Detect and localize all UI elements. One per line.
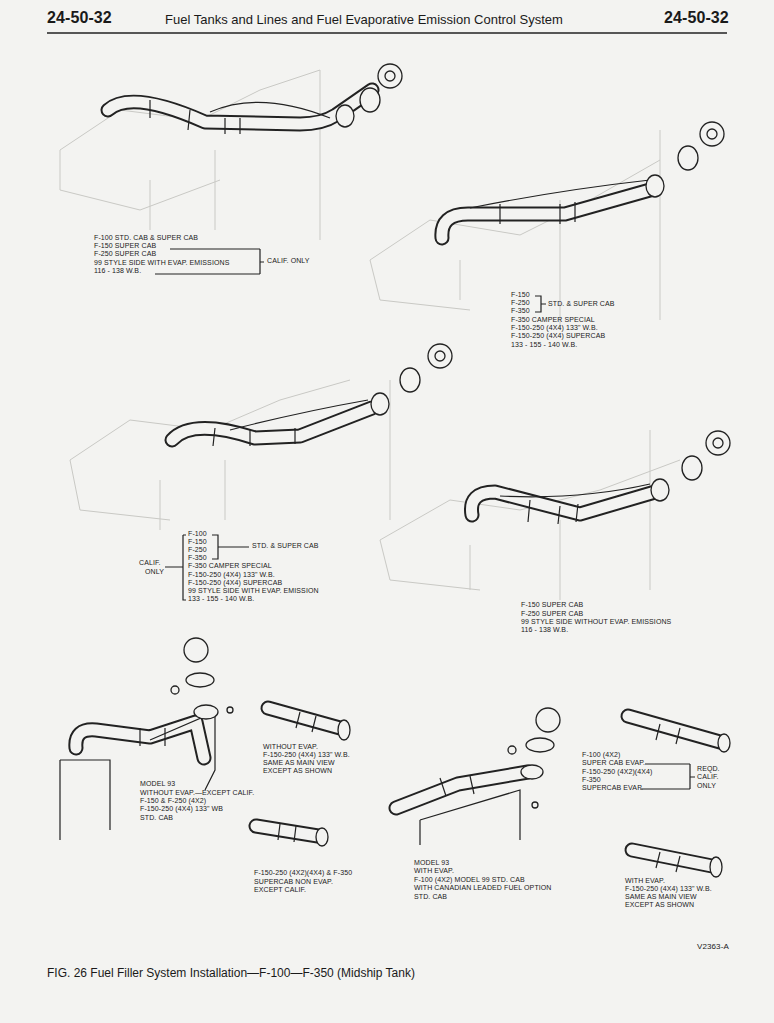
callout-label: CALIF. bbox=[139, 559, 161, 566]
callout-label: F-150-250 (4X4) SUPERCAB bbox=[188, 579, 282, 586]
callout-label: F-150-250 (4X2)(4X4) & F-350 bbox=[254, 869, 352, 876]
callout-label: F-150-250 (4X4) 133" W.B. bbox=[188, 571, 275, 578]
callout-label: 99 STYLE SIDE WITH EVAP. EMISSIONS bbox=[94, 259, 229, 266]
callout-label: F-250 SUPER CAB bbox=[521, 610, 583, 617]
callout-label: SAME AS MAIN VIEW bbox=[625, 893, 697, 900]
callout-label: F-100 (4X2) bbox=[582, 751, 620, 758]
callout-label: F-150-250 (4X4) 133" W.B. bbox=[263, 751, 350, 758]
callout-label: WITHOUT EVAP.—EXCEPT CALIF. bbox=[140, 789, 254, 796]
callout-label: F-100 bbox=[188, 530, 207, 537]
callout-label: SUPERCAB EVAP. bbox=[582, 784, 643, 791]
callout-label: 116 - 138 W.B. bbox=[94, 267, 141, 274]
callout-label: ONLY bbox=[145, 568, 164, 575]
page-title: Fuel Tanks and Lines and Fuel Evaporativ… bbox=[165, 13, 563, 26]
callout-label: REQD. bbox=[697, 765, 720, 772]
callout-label: EXCEPT AS SHOWN bbox=[263, 767, 332, 774]
callout-label: SUPER CAB EVAP. bbox=[582, 759, 645, 766]
callout-label: ONLY bbox=[697, 782, 716, 789]
callout-label: WITH EVAP. bbox=[414, 867, 454, 874]
callout-label: F-250 bbox=[188, 546, 207, 553]
callout-label: CALIF. bbox=[697, 773, 719, 780]
callout-label: F-150-250 (4X4) 133" WB bbox=[140, 805, 223, 812]
figure-caption: FIG. 26 Fuel Filler System Installation—… bbox=[47, 967, 415, 979]
callout-label: EXCEPT CALIF. bbox=[254, 886, 306, 893]
callout-label: F-350 bbox=[188, 554, 207, 561]
callout-label: MODEL 93 bbox=[140, 780, 175, 787]
callout-label: EXCEPT AS SHOWN bbox=[625, 901, 694, 908]
page-number: 24-50-32 bbox=[47, 10, 112, 26]
callout-label: 99 STYLE SIDE WITHOUT EVAP. EMISSIONS bbox=[521, 618, 671, 625]
callout-label: F-100 (4X2) MODEL 99 STD. CAB bbox=[414, 876, 525, 883]
callout-label: STD. CAB bbox=[140, 814, 173, 821]
callout-label: F-150 bbox=[511, 291, 530, 298]
callout-label: F-150-250 (4X2)(4X4) bbox=[582, 768, 652, 775]
callout-label: F-150-250 (4X4) 133" W.B. bbox=[625, 885, 712, 892]
callout-label: STD. CAB bbox=[414, 893, 447, 900]
callout-label: WITH CANADIAN LEADED FUEL OPTION bbox=[414, 884, 552, 891]
callout-label: 116 - 138 W.B. bbox=[521, 626, 568, 633]
callout-label: 133 - 155 - 140 W.B. bbox=[188, 595, 254, 602]
callout-label: SUPERCAB NON EVAP. bbox=[254, 878, 333, 885]
callout-label: WITH EVAP. bbox=[625, 877, 665, 884]
callout-label: F-150 SUPER CAB bbox=[521, 601, 583, 608]
callout-label: 133 - 155 - 140 W.B. bbox=[511, 341, 577, 348]
callout-label: 99 STYLE SIDE WITH EVAP. EMISSION bbox=[188, 587, 319, 594]
callout-label: STD. & SUPER CAB bbox=[548, 300, 615, 307]
callout-label: F-150 & F-250 (4X2) bbox=[140, 797, 206, 804]
callout-label: F-350 bbox=[582, 776, 601, 783]
callout-label: F-250 SUPER CAB bbox=[94, 250, 156, 257]
callout-label: MODEL 93 bbox=[414, 859, 449, 866]
callout-label: V2363-A bbox=[697, 943, 729, 951]
callout-label: F-150-250 (4X4) 133" W.B. bbox=[511, 324, 598, 331]
page-number: 24-50-32 bbox=[664, 10, 729, 26]
callout-label: F-150 SUPER CAB bbox=[94, 242, 156, 249]
callout-label: CALIF. ONLY bbox=[267, 257, 310, 264]
callout-label: F-350 CAMPER SPECIAL bbox=[511, 316, 595, 323]
callout-label: F-250 bbox=[511, 299, 530, 306]
callout-label: F-150 bbox=[188, 538, 207, 545]
callout-label: WITHOUT EVAP. bbox=[263, 743, 318, 750]
callout-label: F-350 bbox=[511, 307, 530, 314]
callout-label: STD. & SUPER CAB bbox=[252, 542, 319, 549]
callout-label: F-350 CAMPER SPECIAL bbox=[188, 562, 272, 569]
callout-label: F-150-250 (4X4) SUPERCAB bbox=[511, 332, 605, 339]
callout-label: F-100 STD. CAB & SUPER CAB bbox=[94, 234, 198, 241]
callout-label: SAME AS MAIN VIEW bbox=[263, 759, 335, 766]
